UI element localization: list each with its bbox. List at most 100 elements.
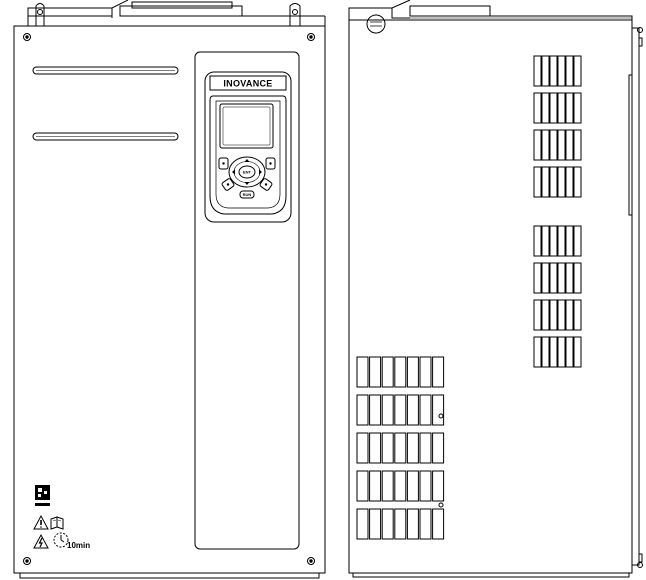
- vent-slot: [549, 55, 558, 87]
- side-front-rail: [628, 27, 643, 568]
- front-top-plate: [27, 0, 326, 27]
- keypad-run-button[interactable]: RUN: [239, 190, 255, 199]
- vent-slot: [541, 299, 550, 331]
- vent-slot: [549, 262, 558, 294]
- vent-slot: [356, 356, 369, 388]
- front-body: [13, 25, 326, 574]
- side-vent-grid-upper: [533, 55, 582, 368]
- vent-slot: [541, 166, 550, 198]
- vent-slot: [541, 92, 550, 124]
- front-top-hook-left: [35, 3, 45, 26]
- vent-slot: [565, 92, 574, 124]
- side-view: [348, 0, 643, 578]
- vent-slot: [573, 92, 582, 124]
- vent-slot: [557, 299, 566, 331]
- vent-slot: [381, 432, 394, 464]
- vent-slot: [381, 394, 394, 426]
- vent-slot: [419, 508, 432, 540]
- keypad-outer-frame: [204, 71, 292, 223]
- front-corner-screws: [23, 33, 315, 565]
- keypad-stop-button[interactable]: [259, 178, 273, 191]
- discharge-time-label: 10min: [67, 541, 90, 550]
- vent-slot: [541, 55, 550, 87]
- vent-slot: [432, 432, 445, 464]
- front-bottom-plate: [19, 572, 320, 579]
- vent-slot: [549, 299, 558, 331]
- vent-slot: [369, 394, 382, 426]
- warning-triangle-icon: [33, 514, 49, 530]
- front-top-hook-right: [289, 3, 301, 26]
- warning-row-discharge: 10min: [33, 532, 90, 550]
- vent-slot: [533, 299, 542, 331]
- vent-slot: [419, 356, 432, 388]
- vent-slot: [369, 470, 382, 502]
- vent-slot: [406, 356, 419, 388]
- vent-slot: [557, 92, 566, 124]
- vent-slot: [549, 129, 558, 161]
- vent-slot: [565, 129, 574, 161]
- vent-slot: [557, 55, 566, 87]
- keypad-ok-button[interactable]: ENT: [238, 165, 256, 179]
- side-body: [348, 19, 633, 574]
- keypad-up-arrow-icon[interactable]: [244, 159, 250, 162]
- vent-slot: [394, 356, 407, 388]
- keypad-down-arrow-icon[interactable]: [244, 182, 250, 185]
- vent-slot: [356, 394, 369, 426]
- vent-slot: [565, 336, 574, 368]
- vent-slot: [557, 336, 566, 368]
- vent-slot: [369, 508, 382, 540]
- vent-slot: [565, 166, 574, 198]
- vent-slot: [573, 129, 582, 161]
- vent-slot: [557, 262, 566, 294]
- vent-slot: [419, 394, 432, 426]
- vent-slot: [432, 470, 445, 502]
- vent-slot: [406, 394, 419, 426]
- keypad-prg-button[interactable]: [218, 157, 229, 170]
- keypad-shift-button[interactable]: [265, 157, 276, 170]
- vent-slot: [549, 166, 558, 198]
- keypad[interactable]: INOVANCE ENT: [204, 71, 292, 223]
- keypad-run-label: RUN: [243, 192, 252, 197]
- keypad-right-arrow-icon[interactable]: [259, 169, 262, 175]
- vent-slot: [565, 225, 574, 257]
- vent-slot: [381, 508, 394, 540]
- vent-slot: [356, 470, 369, 502]
- vent-slot: [381, 356, 394, 388]
- side-mounting-hook: [366, 14, 386, 34]
- vent-slot: [541, 225, 550, 257]
- vent-slot: [557, 225, 566, 257]
- vent-slot: [533, 225, 542, 257]
- vent-slot: [394, 470, 407, 502]
- keypad-ok-label: ENT: [243, 170, 252, 175]
- vent-slot: [533, 336, 542, 368]
- qr-code: [35, 485, 50, 506]
- side-top-edge: [348, 0, 633, 22]
- vent-slot: [394, 432, 407, 464]
- keypad-left-arrow-icon[interactable]: [232, 169, 235, 175]
- vent-slot: [557, 166, 566, 198]
- vent-slot: [573, 336, 582, 368]
- vent-slot: [394, 508, 407, 540]
- vent-slot: [573, 225, 582, 257]
- vent-slot: [406, 508, 419, 540]
- keypad-mf-button[interactable]: [221, 178, 235, 191]
- vent-slot: [549, 336, 558, 368]
- vent-slot: [394, 394, 407, 426]
- vent-slot: [541, 336, 550, 368]
- vent-slot: [565, 55, 574, 87]
- vent-slot: [541, 129, 550, 161]
- vent-slot: [432, 394, 445, 426]
- vent-slot: [406, 432, 419, 464]
- vent-slot: [549, 225, 558, 257]
- keypad-bay: [194, 51, 300, 550]
- manual-book-icon: [50, 516, 64, 530]
- vent-slot: [356, 508, 369, 540]
- vent-slot: [419, 432, 432, 464]
- vent-slot: [565, 299, 574, 331]
- vent-slot: [356, 432, 369, 464]
- vent-slot: [533, 262, 542, 294]
- vent-slot: [533, 166, 542, 198]
- warning-row-manual: [33, 514, 64, 530]
- vent-slot: [406, 470, 419, 502]
